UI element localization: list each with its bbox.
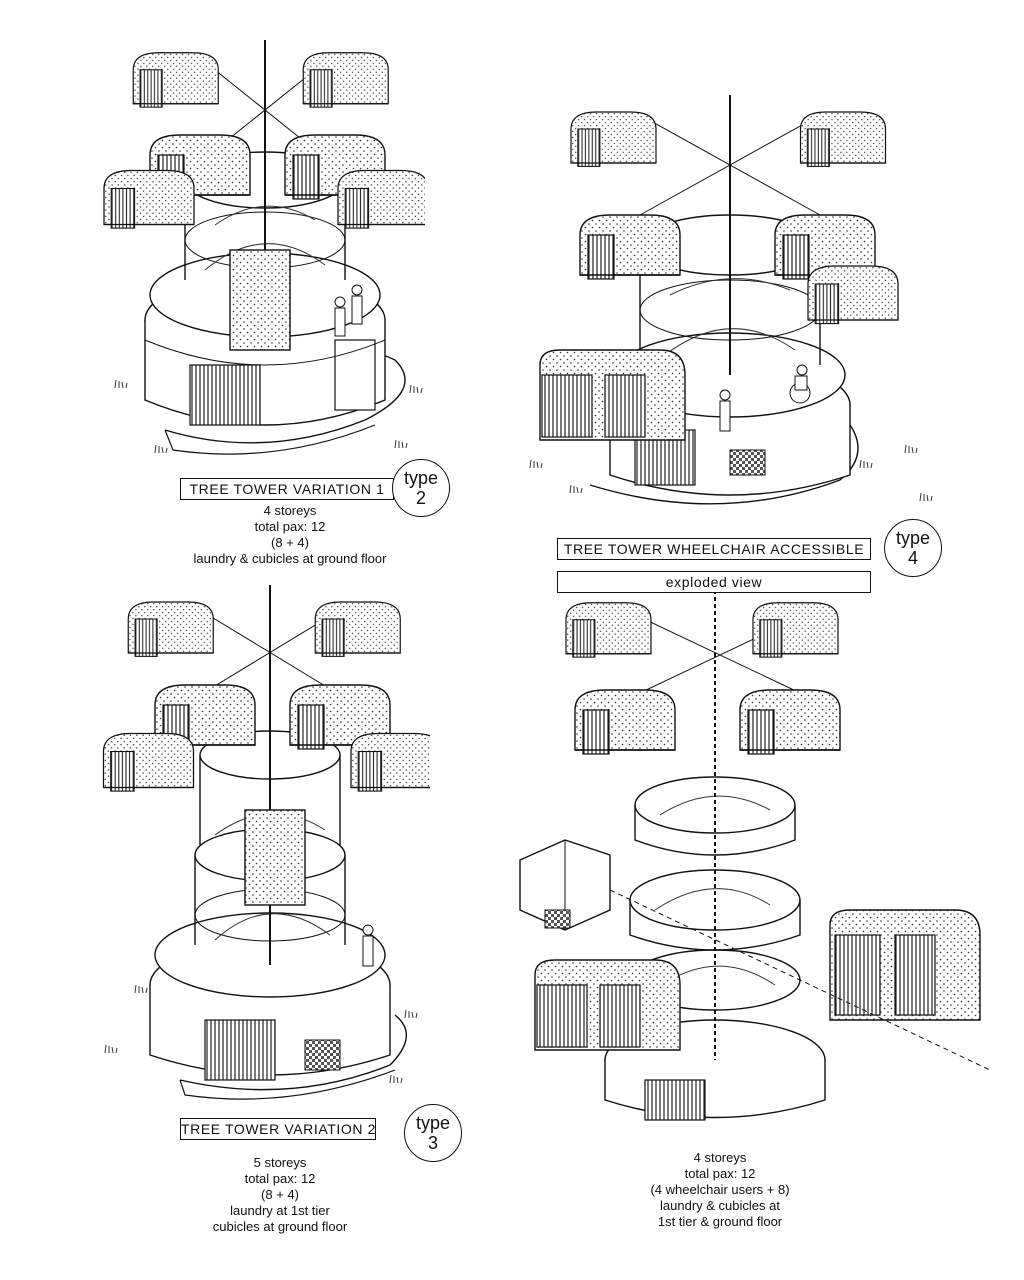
panel-1-spec-line: total pax: 12 [254, 519, 326, 534]
panel-3-spec-line: 5 storeys [253, 1155, 307, 1170]
panel-1-spec-line: (8 + 4) [271, 535, 309, 550]
panel-2-type-word: type [895, 528, 931, 548]
panel-1-specs: 4 storeys total pax: 12 (8 + 4) laundry … [170, 503, 410, 567]
panel-3-title: TREE TOWER VARIATION 2 [180, 1118, 376, 1140]
panel-2-subtitle: exploded view [557, 571, 871, 593]
panel-1-type-number: 2 [415, 488, 426, 508]
panel-3-type-number: 3 [427, 1133, 438, 1153]
panel-2-specs: 4 storeys total pax: 12 (4 wheelchair us… [600, 1150, 840, 1230]
panel-1-type-badge: type 2 [392, 459, 450, 517]
panel-3-spec-line: (8 + 4) [261, 1187, 299, 1202]
panel-2-type-badge: type 4 [884, 519, 942, 577]
panel-2-spec-line: 1st tier & ground floor [657, 1214, 783, 1229]
panel-1-title: TREE TOWER VARIATION 1 [180, 478, 394, 500]
panel-2-spec-line: (4 wheelchair users + 8) [650, 1182, 790, 1197]
panel-1-spec-line: laundry & cubicles at ground floor [193, 551, 387, 566]
panel-1-type-word: type [403, 468, 439, 488]
panel-3-spec-line: total pax: 12 [244, 1171, 316, 1186]
tower-variation-2-drawing [90, 585, 430, 1105]
panel-2-spec-line: laundry & cubicles at [660, 1198, 780, 1213]
panel-2-spec-line: total pax: 12 [684, 1166, 756, 1181]
panel-2-title: TREE TOWER WHEELCHAIR ACCESSIBLE [557, 538, 871, 560]
panel-1-spec-line: 4 storeys [263, 503, 317, 518]
panel-3-spec-line: cubicles at ground floor [212, 1219, 348, 1234]
panel-3-type-word: type [415, 1113, 451, 1133]
panel-2-type-number: 4 [907, 548, 918, 568]
panel-2-spec-line: 4 storeys [693, 1150, 747, 1165]
tower-exploded-view-drawing [515, 590, 995, 1135]
panel-3-type-badge: type 3 [404, 1104, 462, 1162]
panel-3-specs: 5 storeys total pax: 12 (8 + 4) laundry … [160, 1155, 400, 1235]
tower-wheelchair-drawing [520, 95, 940, 525]
tower-variation-1-drawing [95, 40, 425, 470]
panel-3-spec-line: laundry at 1st tier [230, 1203, 330, 1218]
